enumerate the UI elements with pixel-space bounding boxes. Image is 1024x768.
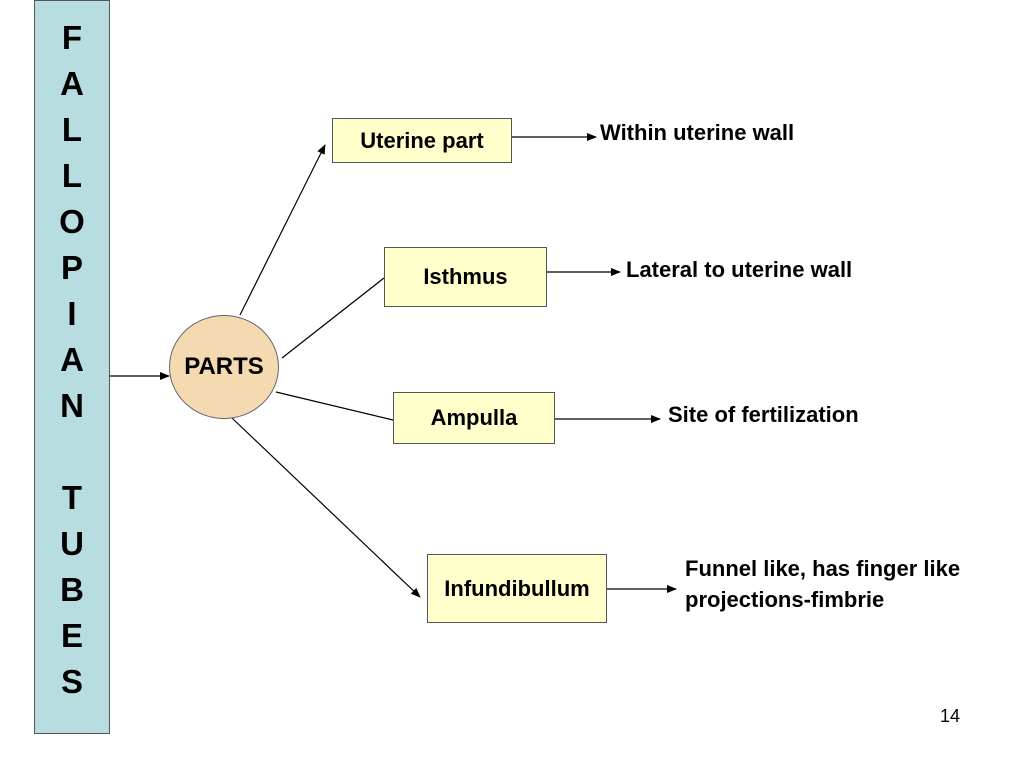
parts-to-uterine-arrow [239,144,326,316]
title-letter: N [60,387,84,424]
parts-to-isthmus-line [281,277,385,359]
parts-to-ampulla-line [275,391,394,421]
title-letter: A [60,341,84,378]
title-letter: E [60,617,83,654]
title-letter: S [60,663,83,700]
uterine-description: Within uterine wall [600,120,795,145]
title-letter: F [61,19,83,56]
ampulla-description: Site of fertilization [668,402,859,427]
parts-to-infundibullum-arrow [231,417,421,598]
title-letter: L [61,111,83,148]
title-bar: F A L L O P I A N T U B E S [34,0,110,734]
isthmus-box: Isthmus [384,247,547,307]
infundibullum-description: Funnel like, has finger like projections… [685,556,961,612]
title-letter: A [60,65,84,102]
title-letter: B [60,571,84,608]
isthmus-description: Lateral to uterine wall [626,257,853,282]
title-letter: U [60,525,84,562]
title-letter: T [61,479,83,516]
title-letter: I [67,295,77,332]
uterine-part-box: Uterine part [332,118,512,163]
page-number: 14 [940,706,961,726]
title-letter: L [61,157,83,194]
infundibullum-box: Infundibullum [427,554,607,623]
parts-node: PARTS [169,315,279,419]
title-letter: O [59,203,85,240]
ampulla-box: Ampulla [393,392,555,444]
title-letter: P [60,249,83,286]
